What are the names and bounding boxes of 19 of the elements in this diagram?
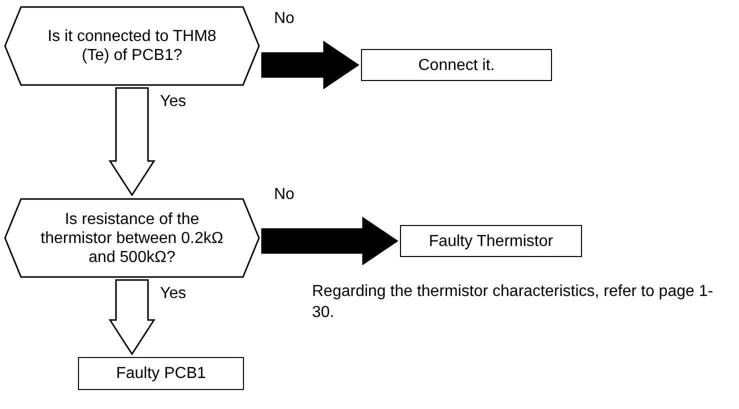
hollow-arrow (108, 87, 156, 196)
edge-label: Yes (160, 284, 186, 304)
hollow-arrow (108, 279, 156, 356)
process-box (361, 49, 552, 81)
question-text: Is resistance of the thermistor between 0.2kΩ and 500kΩ? (40, 210, 224, 266)
result-text: Faulty Thermistor (428, 232, 554, 250)
edge-label: No (274, 9, 294, 29)
process-box (78, 357, 244, 390)
result-text: Connect it. (418, 56, 495, 74)
decision-hexagon (4, 198, 260, 278)
note-text: Regarding the thermistor characteristics, refer to page 1-30. (312, 282, 714, 323)
edge-label: Yes (160, 92, 186, 112)
result-text: Faulty PCB1 (116, 364, 206, 383)
filled-arrow (261, 40, 360, 90)
process-box (400, 225, 582, 257)
filled-arrow (261, 216, 398, 266)
edge-label: No (274, 185, 294, 205)
question-text: Is it connected to THM8 (Te) of PCB1? (46, 27, 218, 65)
decision-hexagon (4, 6, 260, 86)
